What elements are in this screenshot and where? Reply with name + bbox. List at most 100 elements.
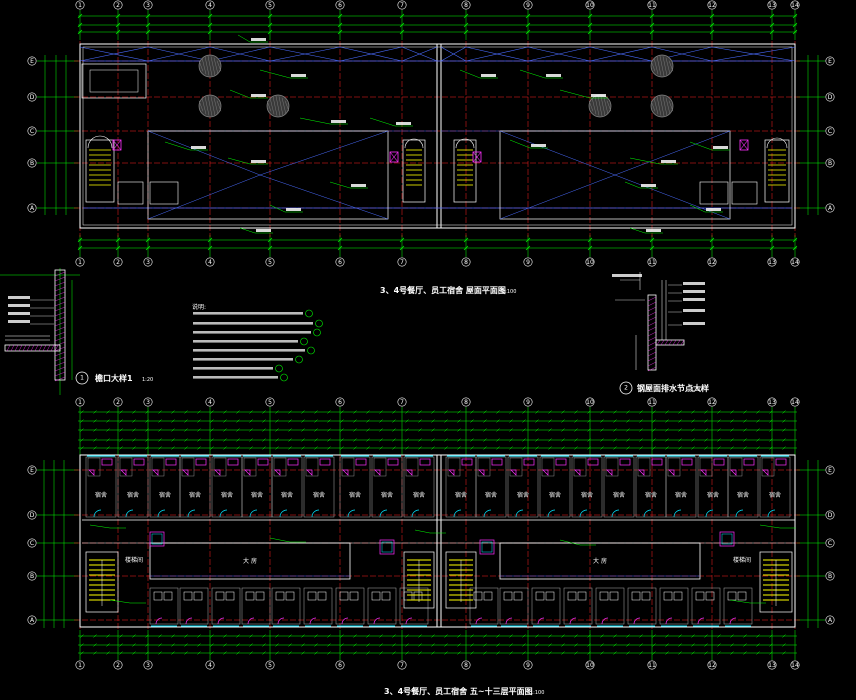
- roof-leader: [369, 117, 396, 127]
- detail-left-title: 檐口大样1: [95, 373, 133, 383]
- typ-dim-tick: [743, 419, 747, 423]
- roof-col-bubble-top-10-circle: [585, 0, 595, 10]
- roof-dim-tick: [525, 22, 531, 28]
- typ-south-fixture: [577, 591, 587, 601]
- typ-dim-tick: [509, 446, 513, 450]
- roof-hatch-x: [389, 151, 399, 163]
- detail-right-note: [683, 282, 705, 285]
- roof-fan-hatch: [216, 100, 222, 112]
- roof-col-bubble-top-14-circle: [790, 0, 800, 10]
- typ-dim-tick: [717, 410, 721, 414]
- roof-dim-tick: [769, 29, 775, 35]
- typ-window-fixture: [587, 458, 599, 466]
- detail-left-hatch: [30, 344, 35, 352]
- typ-dim-tick: [730, 438, 734, 442]
- roof-stair-arc: [766, 137, 788, 149]
- typ-dim-tick: [678, 643, 682, 647]
- typ-dim-tick: [444, 410, 448, 414]
- roof-hatch: [739, 139, 749, 151]
- detail-left-hatch: [54, 376, 66, 382]
- typ-south-fixture: [631, 591, 641, 601]
- detail-left-hatch: [54, 281, 66, 287]
- typ-dim-tick: [431, 643, 435, 647]
- roof-row-bubble-right-E-label: E: [828, 58, 832, 65]
- typ-window-fixture: [619, 458, 631, 466]
- typ-room-label: 宿舍: [517, 491, 529, 499]
- typ-dim-tick: [756, 438, 760, 442]
- roof-leader: [269, 204, 286, 213]
- detail-right-note: [683, 322, 705, 325]
- typ-dim-tick: [704, 428, 708, 432]
- roof-room-left: [149, 181, 179, 205]
- typ-south-door: [601, 617, 609, 625]
- typ-south-room: [303, 587, 333, 625]
- typ-room-label: 宿舍: [127, 491, 139, 499]
- typ-dorm-bath: [181, 457, 195, 477]
- typ-col-bubble-top-11-label: 11: [648, 399, 656, 406]
- typ-dim-tick: [574, 438, 578, 442]
- typ-dim-tick: [444, 643, 448, 647]
- roof-stair-arc: [404, 138, 424, 149]
- typ-dim-tick: [756, 446, 760, 450]
- roof-slope-line: [440, 46, 467, 62]
- typ-dim-tick: [236, 410, 240, 414]
- typ-dim-tick: [652, 419, 656, 423]
- typ-door-swing: [411, 509, 420, 518]
- typ-dim-tick: [249, 446, 253, 450]
- roof-room-right: [699, 181, 729, 205]
- typ-dim-tick: [691, 651, 695, 655]
- roof-slope-line: [465, 46, 529, 62]
- typ-south-fixture: [371, 591, 381, 601]
- typ-dim-tick: [704, 651, 708, 655]
- typ-door-swing: [453, 509, 462, 518]
- typ-dim-tick: [457, 643, 461, 647]
- roof-col-bubble-bottom-14-circle: [790, 257, 800, 267]
- roof-dim-tick: [709, 29, 715, 35]
- roof-leader-text: [661, 160, 676, 163]
- typ-dim-tick: [561, 634, 565, 638]
- roof-col-bubble-bottom-5-circle: [265, 257, 275, 267]
- roof-row-bubble-right-C-circle: [825, 126, 835, 136]
- typ-dim-tick: [691, 428, 695, 432]
- roof-leader: [559, 89, 591, 99]
- typ-dim-tick: [80, 634, 84, 638]
- roof-dim-tick: [769, 22, 775, 28]
- typ-dim-tick: [756, 634, 760, 638]
- typ-dim-tick: [340, 438, 344, 442]
- roof-fan-hatch: [201, 57, 207, 75]
- roof-dim-tick: [145, 245, 151, 251]
- roof-col-bubble-top-7-circle: [397, 0, 407, 10]
- typ-south-fixture: [483, 591, 493, 601]
- typ-dim-tick: [392, 410, 396, 414]
- typ-dim-tick: [93, 643, 97, 647]
- detail-left-hatch: [54, 296, 66, 302]
- typ-window-fixture: [491, 458, 503, 466]
- detail-left-hatch: [54, 276, 66, 282]
- roof-fan-hatch: [210, 56, 216, 76]
- typ-dim-tick: [106, 446, 110, 450]
- typ-dim-tick: [444, 419, 448, 423]
- roof-col-bubble-top-13-circle: [767, 0, 777, 10]
- typ-dim-tick: [249, 428, 253, 432]
- typ-door-swing: [311, 509, 320, 518]
- typ-dim-tick: [80, 643, 84, 647]
- typ-dim-tick: [470, 634, 474, 638]
- typ-dim-tick: [353, 428, 357, 432]
- typ-door-swing: [735, 509, 744, 518]
- roof-dim-tick: [207, 13, 213, 19]
- typ-dim-tick: [626, 428, 630, 432]
- roof-fan-hatch: [603, 97, 609, 115]
- notes-ref-circle: [295, 355, 303, 364]
- typ-dorm-bath: [305, 457, 319, 477]
- detail-left-index: 1: [80, 375, 84, 382]
- typ-dim-tick: [379, 410, 383, 414]
- typ-dim-tick: [483, 419, 487, 423]
- typ-bath-fixture: [152, 469, 159, 476]
- typ-dim-tick: [197, 634, 201, 638]
- typ-col-bubble-bottom-9-label: 9: [526, 662, 530, 669]
- roof-col-bubble-top-4-label: 4: [208, 2, 212, 9]
- typ-col-bubble-bottom-3-label: 3: [146, 662, 150, 669]
- typ-south-fixture: [381, 591, 391, 601]
- detail-left-note: [8, 320, 30, 323]
